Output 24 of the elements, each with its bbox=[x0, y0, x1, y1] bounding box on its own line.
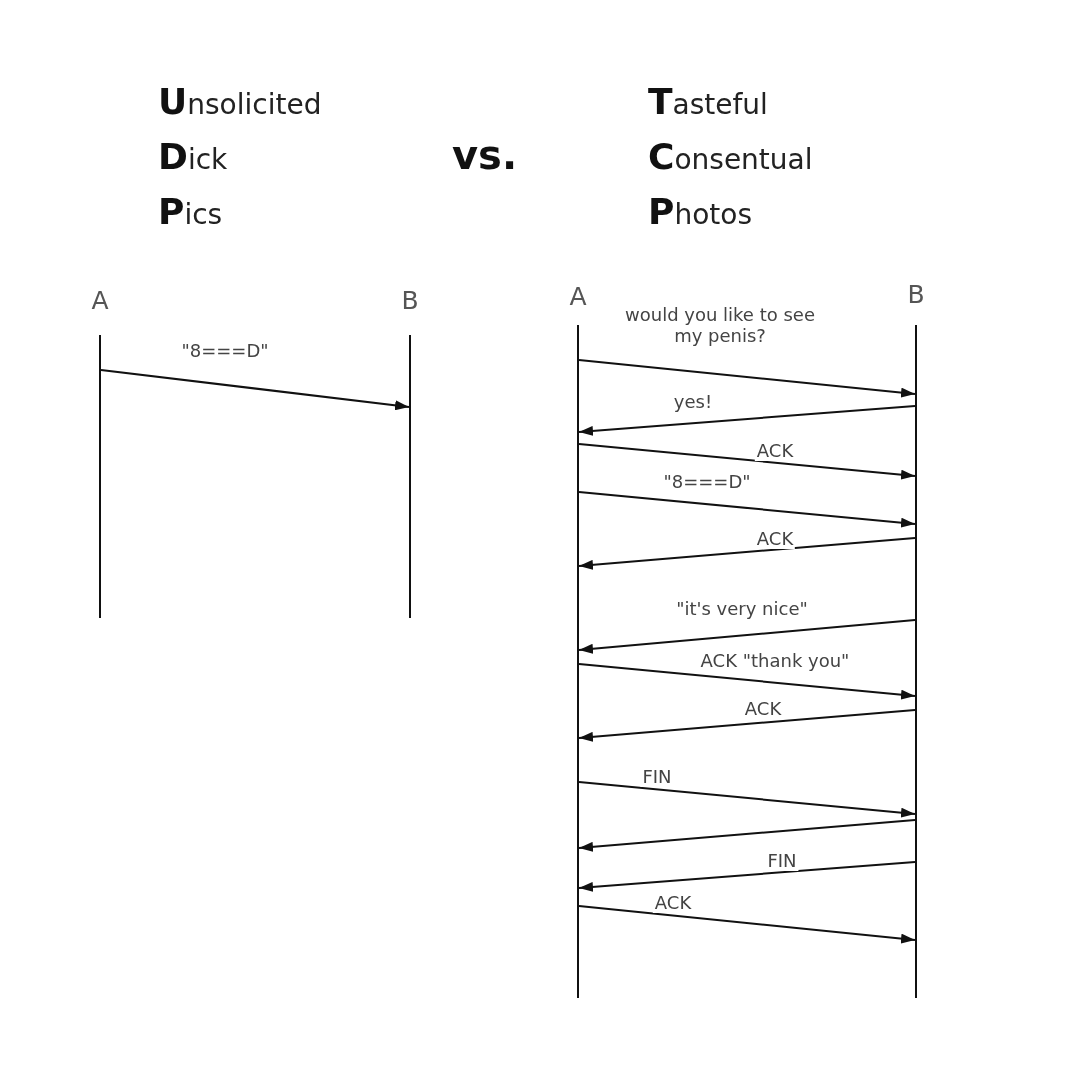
heading-line: Unsolicited bbox=[158, 84, 322, 123]
message-arrow bbox=[578, 491, 916, 529]
heading-line: Dick bbox=[158, 139, 228, 178]
message-arrow bbox=[578, 537, 916, 571]
message-arrow bbox=[578, 861, 916, 893]
message-arrow bbox=[578, 819, 916, 853]
participant-label: B bbox=[400, 287, 420, 315]
message-arrow bbox=[578, 619, 916, 655]
versus-label: vs. bbox=[452, 132, 518, 178]
heading-line: Tasteful bbox=[648, 84, 768, 123]
participant-label: A bbox=[90, 287, 110, 315]
message-arrow bbox=[578, 781, 916, 819]
message-arrow bbox=[578, 905, 916, 944]
heading-line: Pics bbox=[158, 194, 223, 233]
message-arrow bbox=[578, 443, 916, 481]
message-arrow bbox=[578, 405, 916, 437]
message-arrow bbox=[100, 369, 410, 411]
participant-label: A bbox=[568, 283, 588, 311]
message-arrow bbox=[578, 663, 916, 701]
message-arrow bbox=[578, 359, 916, 398]
heading-line: Photos bbox=[648, 194, 752, 233]
participant-label: B bbox=[906, 281, 926, 309]
heading-line: Consentual bbox=[648, 139, 813, 178]
message-arrow bbox=[578, 709, 916, 743]
